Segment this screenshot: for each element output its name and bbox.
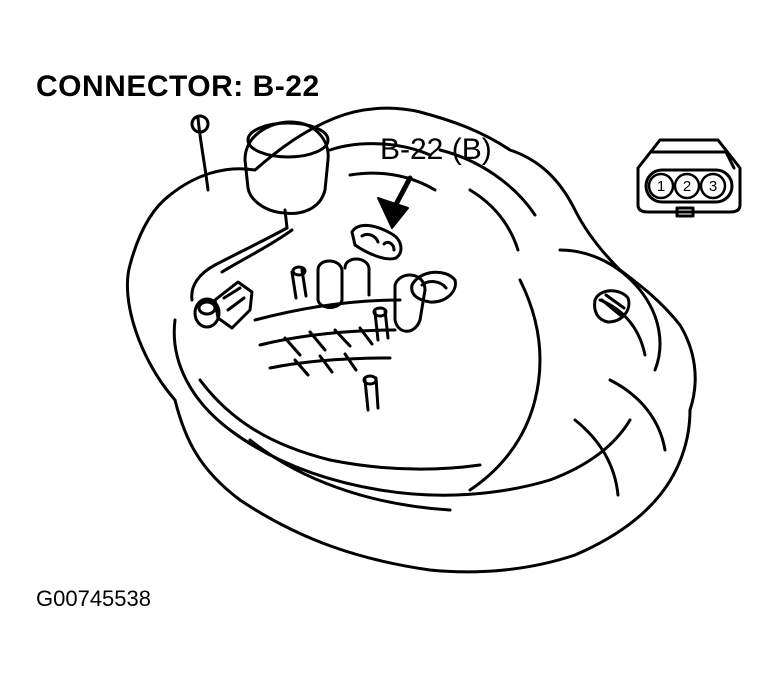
pin-1-label: 1 xyxy=(657,178,665,195)
three-pin-connector-icon xyxy=(636,138,742,218)
engine-outline xyxy=(125,106,697,574)
engine-illustration xyxy=(125,106,697,574)
pin-2 xyxy=(673,172,701,200)
pointer-arrow xyxy=(377,175,413,229)
connector-pins xyxy=(647,172,727,200)
figure-id: G00745538 xyxy=(36,586,151,611)
pin-2-label: 2 xyxy=(683,178,691,195)
pin-1 xyxy=(647,172,675,200)
pin-3-label: 3 xyxy=(709,178,717,195)
diagram-title: CONNECTOR: B-22 xyxy=(36,70,320,103)
pin-3 xyxy=(699,172,727,200)
b22-connector xyxy=(350,224,403,261)
